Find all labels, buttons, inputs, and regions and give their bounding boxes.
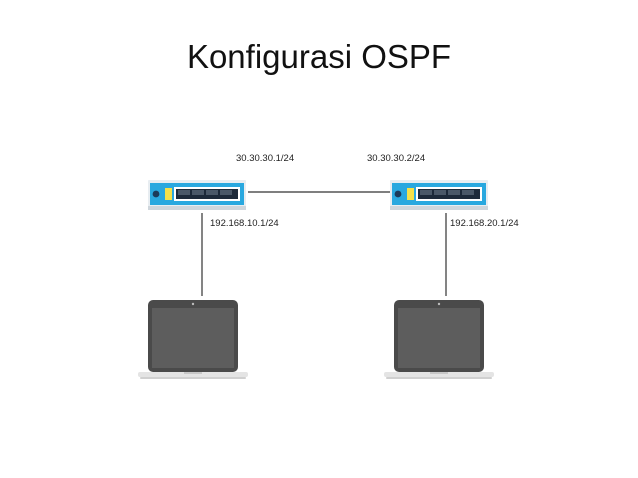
router-icon: [148, 180, 246, 210]
router-2-wan-ip: 30.30.30.2/24: [367, 153, 425, 164]
laptop-icon: [138, 300, 248, 379]
router-icon: [390, 180, 488, 210]
router-2-lan-ip: 192.168.20.1/24: [450, 218, 519, 229]
router-1-lan-ip: 192.168.10.1/24: [210, 218, 279, 229]
laptop-icon: [384, 300, 494, 379]
slide-title: Konfigurasi OSPF: [186, 38, 452, 75]
router-1-wan-ip: 30.30.30.1/24: [236, 153, 294, 164]
